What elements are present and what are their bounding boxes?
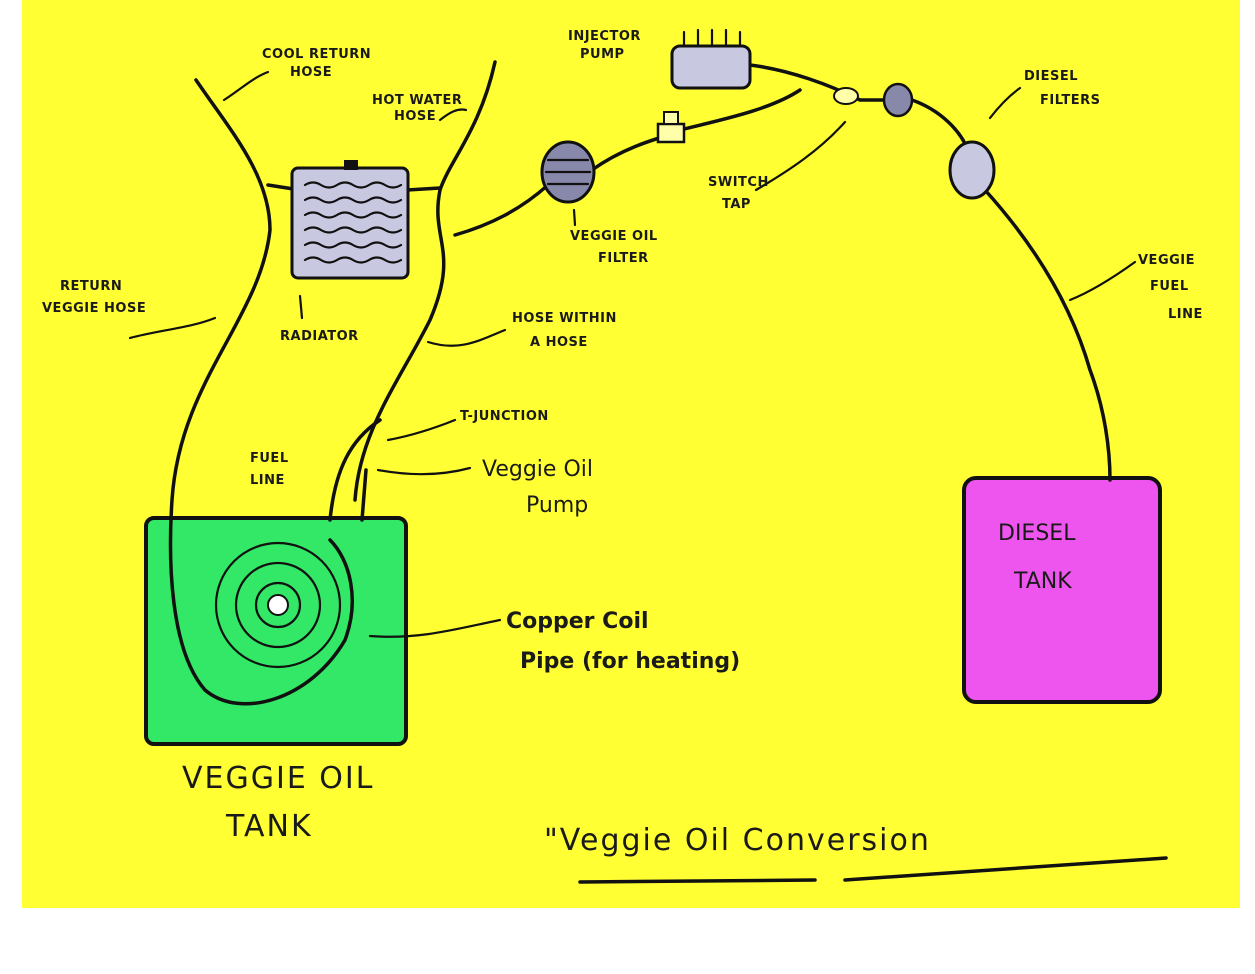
yellow-background [22, 0, 1240, 908]
copper-coil-label-2: Pipe (for heating) [520, 649, 740, 674]
veggie-tank-label-1: VEGGIE OIL [182, 761, 375, 796]
veggie-fuel-line-label-3: LINE [1168, 307, 1203, 322]
return-veggie-hose-label-2: VEGGIE HOSE [42, 301, 146, 316]
veggie-oil-filter-label-2: FILTER [598, 251, 649, 266]
fuel-line-label-1: FUEL [250, 451, 289, 466]
diesel-filters-label-2: FILTERS [1040, 93, 1100, 108]
switch-tap-label-2: TAP [722, 197, 751, 212]
hot-water-hose-label-2: HOSE [394, 109, 436, 124]
diesel-tank [962, 476, 1162, 704]
veggie-oil-pump-label-1: Veggie Oil [482, 457, 593, 482]
veggie-tank-label-2: TANK [225, 809, 313, 844]
title-underline [578, 856, 1168, 884]
switch-tap-icon [656, 111, 686, 144]
injector-pump-label-2: PUMP [580, 47, 625, 62]
t-junction-label: T-JUNCTION [460, 409, 549, 424]
hot-water-hose-label-1: HOT WATER [372, 93, 462, 108]
radiator-label: RADIATOR [280, 329, 359, 344]
cool-return-hose-label-2: HOSE [290, 65, 332, 80]
hose-within-hose-label-1: HOSE WITHIN [512, 311, 617, 326]
diesel-tank-label-2: TANK [1013, 569, 1072, 594]
switch-tap-label-1: SWITCH [708, 175, 769, 190]
diesel-filter-icon [833, 82, 996, 200]
injector-pump-label-1: INJECTOR [568, 29, 641, 44]
cool-return-hose-label-1: COOL RETURN [262, 47, 371, 62]
veggie-fuel-line-label-1: VEGGIE [1138, 253, 1195, 268]
veggie-oil-filter-icon [540, 140, 596, 204]
diesel-tank-label-1: DIESEL [998, 521, 1076, 546]
return-veggie-hose-label-1: RETURN [60, 279, 122, 294]
veggie-oil-filter-label-1: VEGGIE OIL [570, 229, 658, 244]
diesel-filters-label-1: DIESEL [1024, 69, 1078, 84]
diagram-title: "Veggie Oil Conversion [544, 823, 931, 858]
copper-coil-label-1: Copper Coil [506, 609, 649, 634]
veggie-oil-tank [144, 516, 408, 746]
fuel-line-label-2: LINE [250, 473, 285, 488]
radiator-icon [290, 160, 410, 280]
copper-coil-icon [214, 541, 342, 669]
injector-pump-icon [670, 28, 752, 90]
veggie-oil-pump-label-2: Pump [526, 493, 588, 518]
leader-lines [128, 70, 1137, 638]
hose-within-hose-label-2: A HOSE [530, 335, 588, 350]
veggie-fuel-line-label-2: FUEL [1150, 279, 1189, 294]
